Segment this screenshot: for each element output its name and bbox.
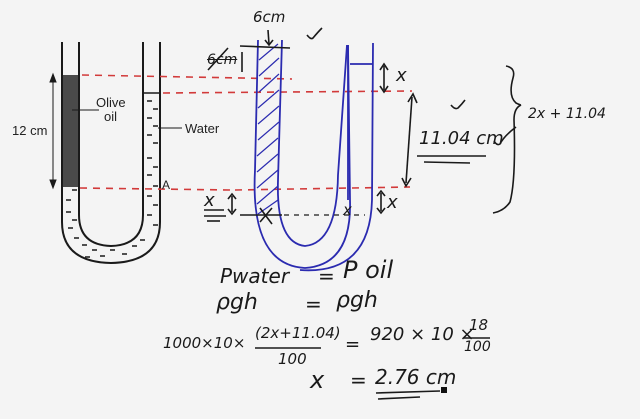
eq2-equals: = bbox=[305, 292, 322, 316]
cursor-dot bbox=[441, 387, 447, 393]
eq1-right: P oil bbox=[343, 256, 394, 284]
printed-u-tube bbox=[61, 42, 161, 265]
eq4-equals: = bbox=[350, 368, 367, 392]
height-arrow bbox=[49, 72, 57, 190]
eq2-left: ρgh bbox=[216, 290, 258, 315]
water-dashes bbox=[66, 100, 158, 258]
olive-oil-column bbox=[63, 75, 78, 187]
point-a-label: A bbox=[162, 178, 171, 192]
oil-label-line2: oil bbox=[104, 109, 118, 124]
height-label: 12 cm bbox=[12, 123, 48, 138]
x-mid-label: x bbox=[343, 201, 352, 219]
eq1-equals: = bbox=[318, 264, 335, 288]
sketch-u-tube bbox=[253, 39, 374, 272]
eq4-left: x bbox=[310, 366, 325, 394]
oil-label-line1: Olive bbox=[96, 95, 126, 110]
eq3-right-denominator: 100 bbox=[464, 339, 491, 355]
x-bottom-left-label: x bbox=[204, 190, 215, 211]
eq3-left-prefix: 1000×10× bbox=[163, 334, 246, 352]
eq3-equals: = bbox=[345, 334, 361, 355]
eq1-left: Pwater bbox=[220, 264, 290, 288]
eq2-right: ρgh bbox=[336, 288, 378, 313]
red-reference-lines bbox=[79, 74, 413, 191]
water-label: Water bbox=[185, 121, 220, 136]
eq3-numerator: (2x+11.04) bbox=[255, 324, 341, 342]
sketch-oil-hatching bbox=[256, 43, 280, 215]
x-top-right-label: x bbox=[396, 65, 407, 86]
eq4-result: 2.76 cm bbox=[375, 365, 457, 389]
brace-label: 2x + 11.04 bbox=[528, 106, 606, 122]
sketch-black-marks bbox=[204, 27, 522, 400]
eq3-denominator: 100 bbox=[278, 350, 307, 368]
difference-label: 11.04 cm bbox=[419, 128, 504, 149]
x-bottom-right-label: x bbox=[387, 192, 398, 213]
crossed-6cm-label: 6cm bbox=[207, 52, 238, 68]
eq3-right-prefix: 920 × 10 × bbox=[370, 324, 475, 345]
top-6cm-label: 6cm bbox=[253, 8, 286, 26]
eq3-right-numerator: 18 bbox=[469, 316, 489, 334]
